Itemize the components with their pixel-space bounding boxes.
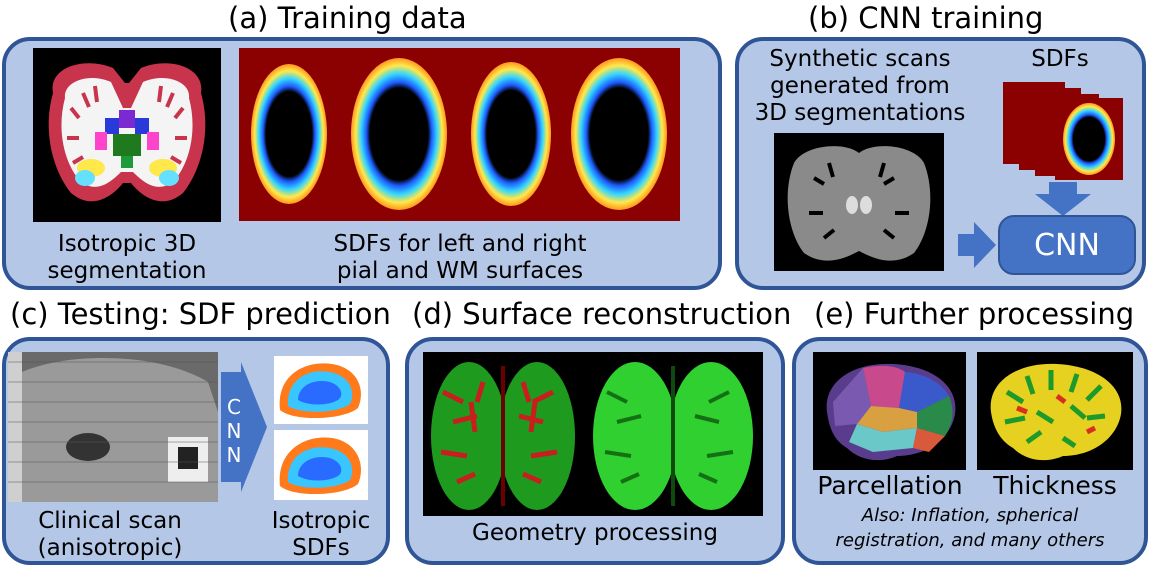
sdf-card-4 — [1055, 98, 1123, 180]
surface-right-image — [583, 352, 763, 516]
thickness-label: Thickness — [993, 471, 1117, 500]
isotropic-sdf-bottom — [274, 430, 368, 500]
right-arrow-icon — [958, 222, 996, 268]
panel-d-title: (d) Surface reconstruction — [412, 297, 792, 331]
parcellation-image — [813, 352, 966, 470]
panel-a-right-label-2: pial and WM surfaces — [336, 258, 584, 284]
panel-b-sdfs-label: SDFs — [1031, 46, 1089, 72]
panel-e-note-2: registration, and many others — [835, 530, 1105, 551]
panel-a-left-label-1: Isotropic 3D — [57, 231, 197, 257]
panel-c-title: (c) Testing: SDF prediction — [10, 297, 391, 331]
surface-left-image — [423, 352, 583, 516]
panel-e-note-1: Also: Inflation, spherical — [861, 505, 1079, 526]
cnn-arrow-letter-2: N — [226, 419, 242, 443]
segmentation-image — [33, 48, 221, 222]
panel-c-right-label-1: Isotropic — [271, 508, 371, 534]
panel-a-title: (a) Training data — [228, 1, 467, 35]
synthetic-scan-image — [774, 133, 944, 271]
panel-b-text-1: Synthetic scans — [769, 46, 951, 72]
panel-a-right-label-1: SDFs for left and right — [333, 231, 587, 257]
panel-d-label: Geometry processing — [472, 520, 718, 546]
panel-a-left-label-2: segmentation — [47, 258, 207, 284]
thickness-image — [977, 352, 1133, 470]
panel-c-right-label-2: SDFs — [292, 535, 350, 561]
panel-c-left-label-1: Clinical scan — [38, 508, 182, 534]
down-arrow-icon — [1035, 182, 1091, 216]
cnn-arrow-letter-1: C — [227, 395, 241, 419]
parcellation-label: Parcellation — [817, 471, 963, 500]
panel-c-left-label-2: (anisotropic) — [37, 535, 183, 561]
cnn-arrow-icon — [221, 362, 267, 492]
panel-b-title: (b) CNN training — [808, 1, 1044, 35]
cnn-arrow-letter-3: N — [226, 443, 242, 467]
isotropic-sdf-top — [274, 356, 368, 424]
panel-e-title: (e) Further processing — [814, 297, 1135, 331]
clinical-scan-image — [8, 352, 218, 502]
sdf-strip-image — [239, 48, 680, 221]
panel-b-text-3: 3D segmentations — [754, 100, 966, 126]
panel-b-text-2: generated from — [770, 73, 950, 99]
cnn-box: CNN — [998, 215, 1136, 275]
